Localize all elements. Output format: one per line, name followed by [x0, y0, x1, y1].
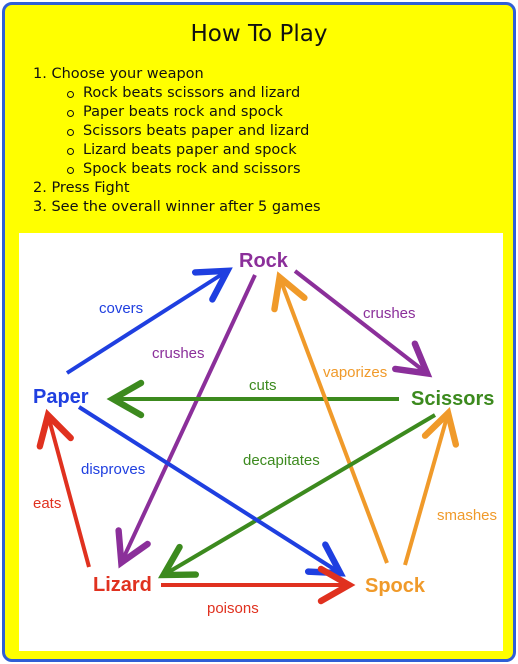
rule-item: Paper beats rock and spock	[67, 103, 321, 122]
edge-paper-spock	[77, 405, 346, 577]
label-crushes-lizard: crushes	[152, 345, 205, 362]
step-1: 1. Choose your weapon Rock beats scissor…	[33, 65, 321, 179]
node-spock: Spock	[365, 575, 426, 597]
label-cuts: cuts	[249, 377, 277, 394]
panel-title: How To Play	[190, 21, 328, 47]
label-poisons: poisons	[207, 600, 259, 617]
label-covers: covers	[99, 300, 143, 317]
rule-item: Rock beats scissors and lizard	[67, 84, 321, 103]
edge-spock-scissors	[403, 406, 460, 566]
node-scissors: Scissors	[411, 388, 494, 410]
label-smashes: smashes	[437, 507, 497, 524]
edge-rock-lizard	[115, 274, 257, 569]
edge-scissors-lizard	[157, 413, 437, 579]
rules-list: Rock beats scissors and lizard Paper bea…	[33, 84, 321, 179]
step-1-text: 1. Choose your weapon	[33, 66, 204, 82]
node-lizard: Lizard	[93, 574, 152, 596]
edge-paper-rock	[65, 267, 233, 375]
step-2: 2. Press Fight	[33, 180, 130, 196]
node-paper: Paper	[33, 386, 89, 408]
edge-rock-scissors	[293, 269, 433, 378]
rules-diagram: covers crushes crushes cuts vaporizes de…	[19, 233, 503, 651]
label-decapitates: decapitates	[243, 452, 320, 469]
label-disproves: disproves	[81, 461, 145, 478]
step-3: 3. See the overall winner after 5 games	[33, 199, 321, 215]
edge-lizard-paper	[36, 408, 91, 568]
rule-item: Lizard beats paper and spock	[67, 141, 321, 160]
rule-item: Scissors beats paper and lizard	[67, 122, 321, 141]
edge-spock-rock	[271, 271, 389, 564]
label-eats: eats	[33, 495, 61, 512]
node-rock: Rock	[239, 250, 289, 272]
label-crushes-scissors: crushes	[363, 305, 416, 322]
rule-item: Spock beats rock and scissors	[67, 160, 321, 179]
label-vaporizes: vaporizes	[323, 364, 387, 381]
instructions-list: 1. Choose your weapon Rock beats scissor…	[33, 65, 321, 217]
rules-diagram-svg: covers crushes crushes cuts vaporizes de…	[33, 250, 497, 617]
